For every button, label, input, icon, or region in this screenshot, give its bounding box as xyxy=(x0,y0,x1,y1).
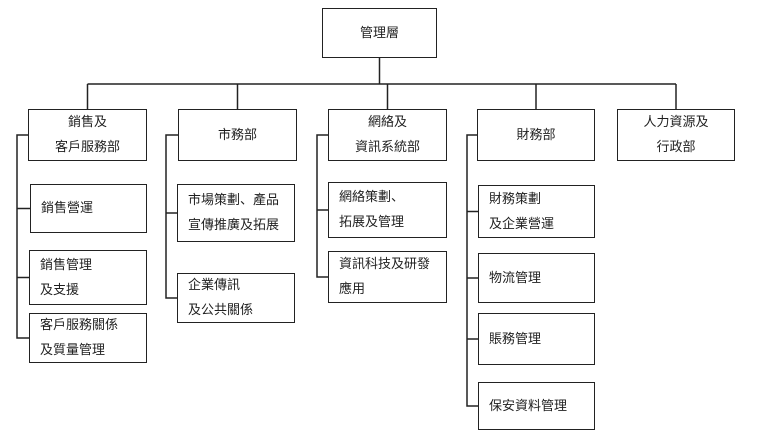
connector-dept3-spine xyxy=(316,134,328,278)
box-sub-market-planning-promotion: 市場策劃、產品 宣傳推廣及拓展 xyxy=(177,184,295,242)
box-sub-accounts-management: 賬務管理 xyxy=(478,313,595,365)
connector-dept1-spine xyxy=(16,134,29,339)
box-sub-customer-relations-quality: 客戶服務關係 及質量管理 xyxy=(29,313,147,363)
box-sub-sales-operations: 銷售營運 xyxy=(30,184,147,233)
box-sub-corporate-comms-pr: 企業傳訊 及公共關係 xyxy=(177,273,295,323)
connector-dept4-spine xyxy=(466,134,478,407)
box-sub-sales-management-support: 銷售管理 及支援 xyxy=(29,250,147,305)
box-dept-hr-admin: 人力資源及 行政部 xyxy=(617,109,735,161)
box-sub-security-data-management: 保安資料管理 xyxy=(478,382,595,430)
box-sub-financial-planning-operations: 財務策劃 及企業營運 xyxy=(478,185,595,238)
box-management: 管理層 xyxy=(322,8,437,58)
box-sub-it-rnd-application: 資訊科技及研發 應用 xyxy=(328,251,447,303)
box-dept-network-info-systems: 網絡及 資訊系統部 xyxy=(328,109,447,161)
box-dept-finance: 財務部 xyxy=(477,109,595,161)
box-sub-network-planning-management: 網絡策劃、 拓展及管理 xyxy=(328,182,447,238)
connector-dept2-spine xyxy=(165,134,178,299)
box-dept-sales-customer-service: 銷售及 客戶服務部 xyxy=(28,109,147,161)
box-sub-logistics-management: 物流管理 xyxy=(478,253,595,303)
box-dept-marketing: 市務部 xyxy=(178,109,297,161)
